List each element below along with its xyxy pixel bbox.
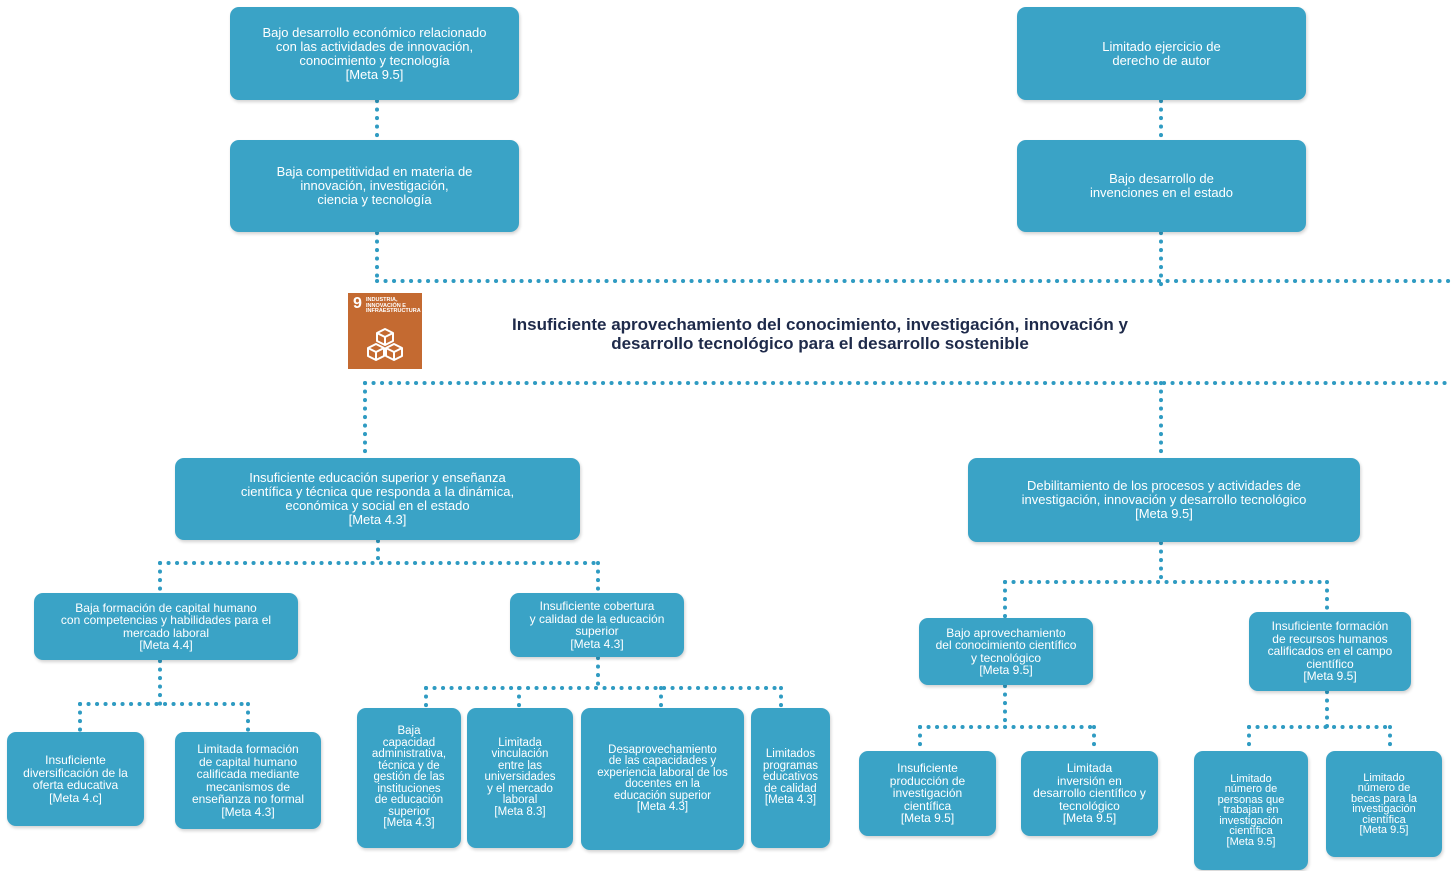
- box-text: Desaprovechamiento de las capacidades y …: [597, 743, 728, 802]
- box-text: Limitada inversión en desarrollo científ…: [1033, 761, 1146, 813]
- sdg-label: INDUSTRIA, INNOVACIÓN E INFRAESTRUCTURA: [366, 297, 421, 314]
- box-text: Limitado número de becas para la investi…: [1350, 771, 1418, 826]
- cause-box-scholarships: Limitado número de becas para la investi…: [1326, 751, 1442, 857]
- box-text: Limitados programas educativos de calida…: [763, 748, 818, 795]
- cause-box-higher-education: Insuficiente educación superior y enseña…: [175, 458, 580, 540]
- box-text: Bajo desarrollo económico relacionado co…: [262, 24, 487, 68]
- box-meta: [Meta 4.4]: [139, 638, 193, 652]
- box-text: Bajo aprovechamiento del conocimiento ci…: [935, 625, 1077, 665]
- cause-box-coverage-quality: Insuficiente cobertura y calidad de la e…: [510, 593, 684, 657]
- box-text: Insuficiente formación de recursos human…: [1267, 619, 1393, 671]
- box-meta: [Meta 4.3]: [383, 817, 435, 830]
- box-meta: [Meta 9.5]: [1226, 835, 1276, 848]
- cause-box-programs: Limitados programas educativos de calida…: [751, 708, 830, 848]
- effect-box-economic-development: Bajo desarrollo económico relacionado co…: [230, 7, 519, 100]
- sdg-9-badge: 9 INDUSTRIA, INNOVACIÓN E INFRAESTRUCTUR…: [348, 293, 422, 369]
- box-text: Baja competitividad en materia de innova…: [276, 164, 473, 207]
- box-meta: [Meta 4.3]: [764, 794, 817, 807]
- box-text: Bajo desarrollo de invenciones en el est…: [1089, 171, 1234, 200]
- cause-box-university-market: Limitada vinculación entre las universid…: [467, 708, 573, 848]
- cause-box-investment: Limitada inversión en desarrollo científ…: [1021, 751, 1158, 836]
- box-text: Limitada formación de capital humano cal…: [191, 742, 305, 806]
- box-meta: [Meta 4.3]: [570, 636, 624, 651]
- box-meta: [Meta 4.c]: [49, 790, 102, 805]
- cause-box-human-capital: Baja formación de capital humano con com…: [34, 593, 298, 660]
- cause-box-diversification: Insuficiente diversificación de la ofert…: [7, 732, 144, 826]
- box-meta: [Meta 9.5]: [900, 811, 955, 826]
- box-meta: [Meta 9.5]: [1303, 669, 1357, 684]
- box-text: Limitado número de personas que trabajan…: [1217, 772, 1285, 838]
- cause-box-scientific-production: Insuficiente producción de investigación…: [859, 751, 996, 836]
- effect-box-competitiveness: Baja competitividad en materia de innova…: [230, 140, 519, 232]
- box-meta: [Meta 8.3]: [494, 805, 546, 818]
- cause-box-human-resources: Insuficiente formación de recursos human…: [1249, 612, 1411, 691]
- box-text: Insuficiente diversificación de la ofert…: [23, 753, 128, 792]
- cause-box-nonformal-training: Limitada formación de capital humano cal…: [175, 732, 321, 829]
- box-text: Limitado ejercicio de derecho de autor: [1102, 38, 1221, 68]
- box-meta: [Meta 9.5]: [1359, 824, 1409, 836]
- box-text: Limitada vinculación entre las universid…: [484, 736, 556, 807]
- central-problem: Insuficiente aprovechamiento del conocim…: [512, 315, 1128, 353]
- box-text: Baja formación de capital humano con com…: [60, 600, 272, 640]
- box-text: Baja capacidad administrativa, técnica y…: [371, 725, 447, 818]
- box-meta: [Meta 9.5]: [345, 66, 404, 82]
- cause-box-teachers: Desaprovechamiento de las capacidades y …: [581, 708, 744, 850]
- box-meta: [Meta 9.5]: [1135, 506, 1193, 521]
- box-text: Insuficiente educación superior y enseña…: [240, 470, 515, 513]
- box-meta: [Meta 4.3]: [636, 801, 689, 813]
- box-text: Insuficiente producción de investigación…: [889, 761, 966, 813]
- box-meta: [Meta 9.5]: [1062, 811, 1117, 826]
- effect-box-inventions: Bajo desarrollo de invenciones en el est…: [1017, 140, 1306, 232]
- cause-box-knowledge-use: Bajo aprovechamiento del conocimiento ci…: [919, 618, 1093, 685]
- cause-box-researchers: Limitado número de personas que trabajan…: [1194, 751, 1308, 870]
- box-text: Insuficiente cobertura y calidad de la e…: [529, 599, 665, 638]
- sdg-number: 9: [353, 295, 362, 312]
- cause-box-admin-capacity: Baja capacidad administrativa, técnica y…: [357, 708, 461, 848]
- box-meta: [Meta 4.3]: [348, 512, 407, 527]
- effect-box-copyright: Limitado ejercicio de derecho de autor: [1017, 7, 1306, 100]
- cause-box-research-processes: Debilitamiento de los procesos y activid…: [968, 458, 1360, 542]
- cubes-icon: [367, 328, 403, 361]
- box-meta: [Meta 9.5]: [979, 663, 1033, 677]
- box-text: Debilitamiento de los procesos y activid…: [1021, 478, 1307, 507]
- box-meta: [Meta 4.3]: [221, 804, 275, 819]
